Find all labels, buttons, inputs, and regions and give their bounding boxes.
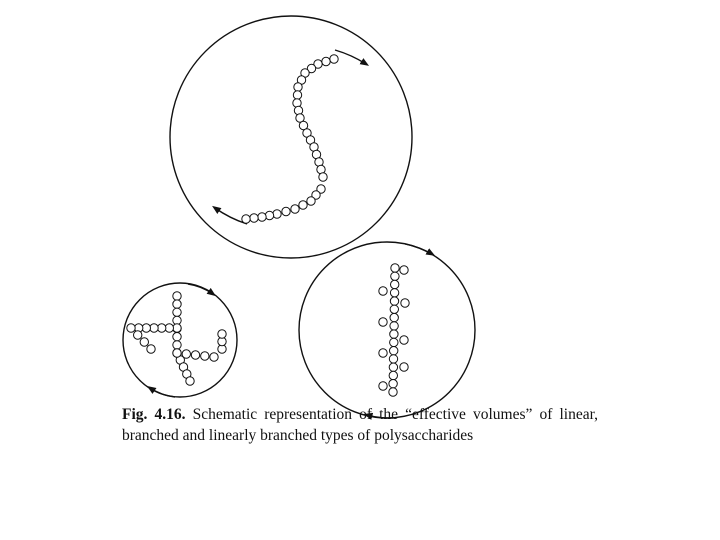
- monomer-bead: [330, 55, 338, 63]
- linear-effective-volume-circle: [170, 16, 412, 258]
- monomer-bead: [291, 205, 299, 213]
- branched-chain: [127, 292, 226, 385]
- monomer-bead: [242, 215, 250, 223]
- monomer-bead: [390, 297, 398, 305]
- monomer-bead: [389, 371, 397, 379]
- branched-rotation-arrow-top: [188, 284, 213, 294]
- monomer-bead: [400, 336, 408, 344]
- monomer-bead: [401, 299, 409, 307]
- monomer-bead: [210, 353, 218, 361]
- monomer-bead: [390, 347, 398, 355]
- monomer-bead: [389, 363, 397, 371]
- linearly-branched-rotation-arrow-top: [405, 244, 432, 254]
- monomer-bead: [319, 173, 327, 181]
- linear-rotation-arrow-top: [335, 50, 366, 64]
- monomer-bead: [389, 380, 397, 388]
- linear-chain: [242, 55, 338, 223]
- monomer-bead: [282, 207, 290, 215]
- monomer-bead: [250, 214, 258, 222]
- monomer-bead: [150, 324, 158, 332]
- monomer-bead: [147, 345, 155, 353]
- monomer-bead: [134, 331, 142, 339]
- monomer-bead: [390, 322, 398, 330]
- monomer-bead: [307, 197, 315, 205]
- branched-molecule-panel: [123, 283, 237, 397]
- monomer-bead: [400, 266, 408, 274]
- monomer-bead: [265, 211, 273, 219]
- monomer-bead: [173, 349, 181, 357]
- monomer-bead: [218, 330, 226, 338]
- monomer-bead: [390, 313, 398, 321]
- monomer-bead: [173, 341, 181, 349]
- monomer-bead: [191, 351, 199, 359]
- monomer-bead: [182, 350, 190, 358]
- monomer-bead: [258, 213, 266, 221]
- monomer-bead: [379, 287, 387, 295]
- monomer-bead: [127, 324, 135, 332]
- linearly-branched-molecule-panel: [299, 242, 475, 418]
- monomer-bead: [379, 349, 387, 357]
- monomer-bead: [173, 308, 181, 316]
- monomer-bead: [158, 324, 166, 332]
- figure-caption-text: Schematic representation of the “effecti…: [122, 406, 598, 444]
- monomer-bead: [299, 201, 307, 209]
- monomer-bead: [186, 377, 194, 385]
- monomer-bead: [391, 272, 399, 280]
- monomer-bead: [293, 99, 301, 107]
- monomer-bead: [390, 338, 398, 346]
- figure-caption: Fig. 4.16. Schematic representation of t…: [122, 404, 598, 446]
- monomer-bead: [173, 300, 181, 308]
- monomer-bead: [173, 333, 181, 341]
- monomer-bead: [390, 330, 398, 338]
- monomer-bead: [173, 324, 181, 332]
- linear-molecule-panel: [170, 16, 412, 258]
- monomer-bead: [173, 292, 181, 300]
- monomer-bead: [293, 91, 301, 99]
- monomer-bead: [273, 210, 281, 218]
- monomer-bead: [391, 264, 399, 272]
- figure-caption-label: Fig. 4.16.: [122, 406, 185, 423]
- monomer-bead: [389, 388, 397, 396]
- monomer-bead: [379, 318, 387, 326]
- monomer-bead: [140, 338, 148, 346]
- linearly-branched-effective-volume-circle: [299, 242, 475, 418]
- linearly-branched-chain: [379, 264, 409, 396]
- monomer-bead: [391, 280, 399, 288]
- monomer-bead: [322, 57, 330, 65]
- monomer-bead: [294, 106, 302, 114]
- monomer-bead: [201, 352, 209, 360]
- monomer-bead: [390, 305, 398, 313]
- monomer-bead: [389, 355, 397, 363]
- monomer-bead: [400, 363, 408, 371]
- monomer-bead: [294, 83, 302, 91]
- monomer-bead: [390, 289, 398, 297]
- monomer-bead: [379, 382, 387, 390]
